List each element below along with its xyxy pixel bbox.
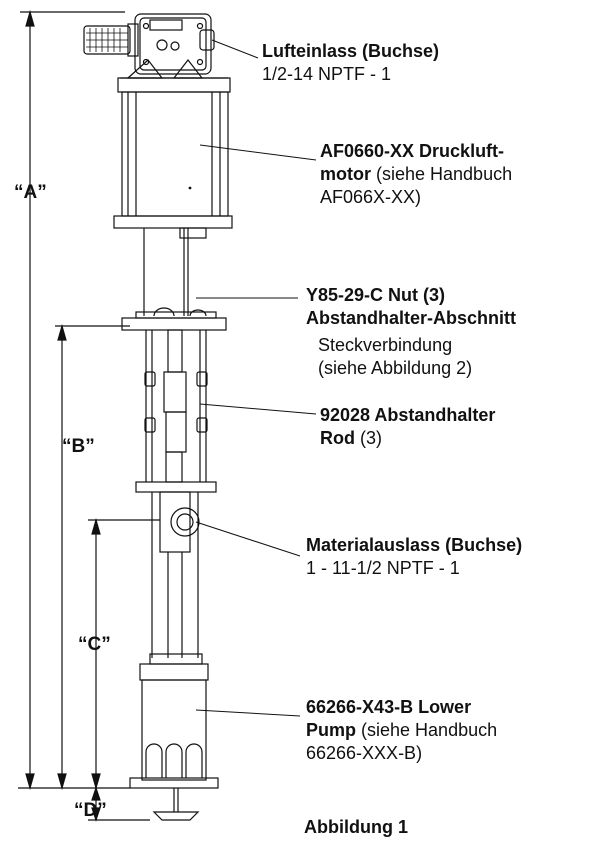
lower-pump-manual-ref: (siehe Handbuch bbox=[356, 720, 498, 740]
lower-pump-body bbox=[129, 663, 219, 821]
lower-pump-title-1: 66266-X43-B Lower bbox=[306, 697, 472, 717]
spacer-section-title: Abstandhalter-Abschnitt bbox=[306, 308, 517, 328]
dimension-b-label: “B” bbox=[62, 436, 95, 457]
air-motor-body bbox=[113, 77, 233, 239]
dimension-lines bbox=[18, 9, 160, 822]
figure-caption: Abbildung 1 bbox=[304, 816, 408, 839]
dimension-c-label: “C” bbox=[78, 634, 111, 655]
air-motor-callout: AF0660-XX Druckluft- motor (siehe Handbu… bbox=[320, 140, 512, 209]
lower-pump-title-2: Pump bbox=[306, 720, 357, 740]
air-motor-title-1: AF0660-XX Druckluft- bbox=[320, 141, 505, 161]
lower-pump-manual-number: 66266-XXX-B) bbox=[306, 743, 423, 763]
figure-caption-text: Abbildung 1 bbox=[304, 817, 408, 837]
material-outlet-callout: Materialauslass (Buchse) 1 - 11-1/2 NPTF… bbox=[306, 534, 522, 580]
spacer-rod-title-2: Rod bbox=[320, 428, 355, 448]
dimension-a-label: “A” bbox=[14, 182, 47, 203]
connection-type: Steckverbindung bbox=[318, 335, 453, 355]
connector-section bbox=[121, 228, 227, 331]
spacer-rod-callout: 92028 Abstandhalter Rod (3) bbox=[320, 404, 495, 450]
spacer-rod-title-1: 92028 Abstandhalter bbox=[320, 405, 496, 425]
air-motor-title-2: motor bbox=[320, 164, 371, 184]
material-outlet-spec: 1 - 11-1/2 NPTF - 1 bbox=[306, 558, 460, 578]
leader-lines bbox=[195, 39, 317, 717]
air-motor-manual-ref: (siehe Handbuch bbox=[371, 164, 513, 184]
air-inlet-callout: Lufteinlass (Buchse) 1/2-14 NPTF - 1 bbox=[262, 40, 439, 86]
nut-callout: Y85-29-C Nut (3) Abstandhalter-Abschnitt… bbox=[306, 284, 516, 380]
material-outlet-title: Materialauslass (Buchse) bbox=[306, 535, 523, 555]
fluid-section bbox=[149, 491, 203, 665]
spacer-rod-section bbox=[135, 329, 217, 493]
air-valve-assembly bbox=[83, 13, 228, 79]
nut-title: Y85-29-C Nut (3) bbox=[306, 285, 446, 305]
air-inlet-title: Lufteinlass (Buchse) bbox=[262, 41, 440, 61]
lower-pump-callout: 66266-X43-B Lower Pump (siehe Handbuch 6… bbox=[306, 696, 497, 765]
air-inlet-spec: 1/2-14 NPTF - 1 bbox=[262, 64, 392, 84]
figure-reference: (siehe Abbildung 2) bbox=[318, 358, 473, 378]
spacer-rod-qty: (3) bbox=[355, 428, 382, 448]
air-motor-manual-number: AF066X-XX) bbox=[320, 187, 422, 207]
dimension-d-label: “D” bbox=[74, 800, 107, 821]
